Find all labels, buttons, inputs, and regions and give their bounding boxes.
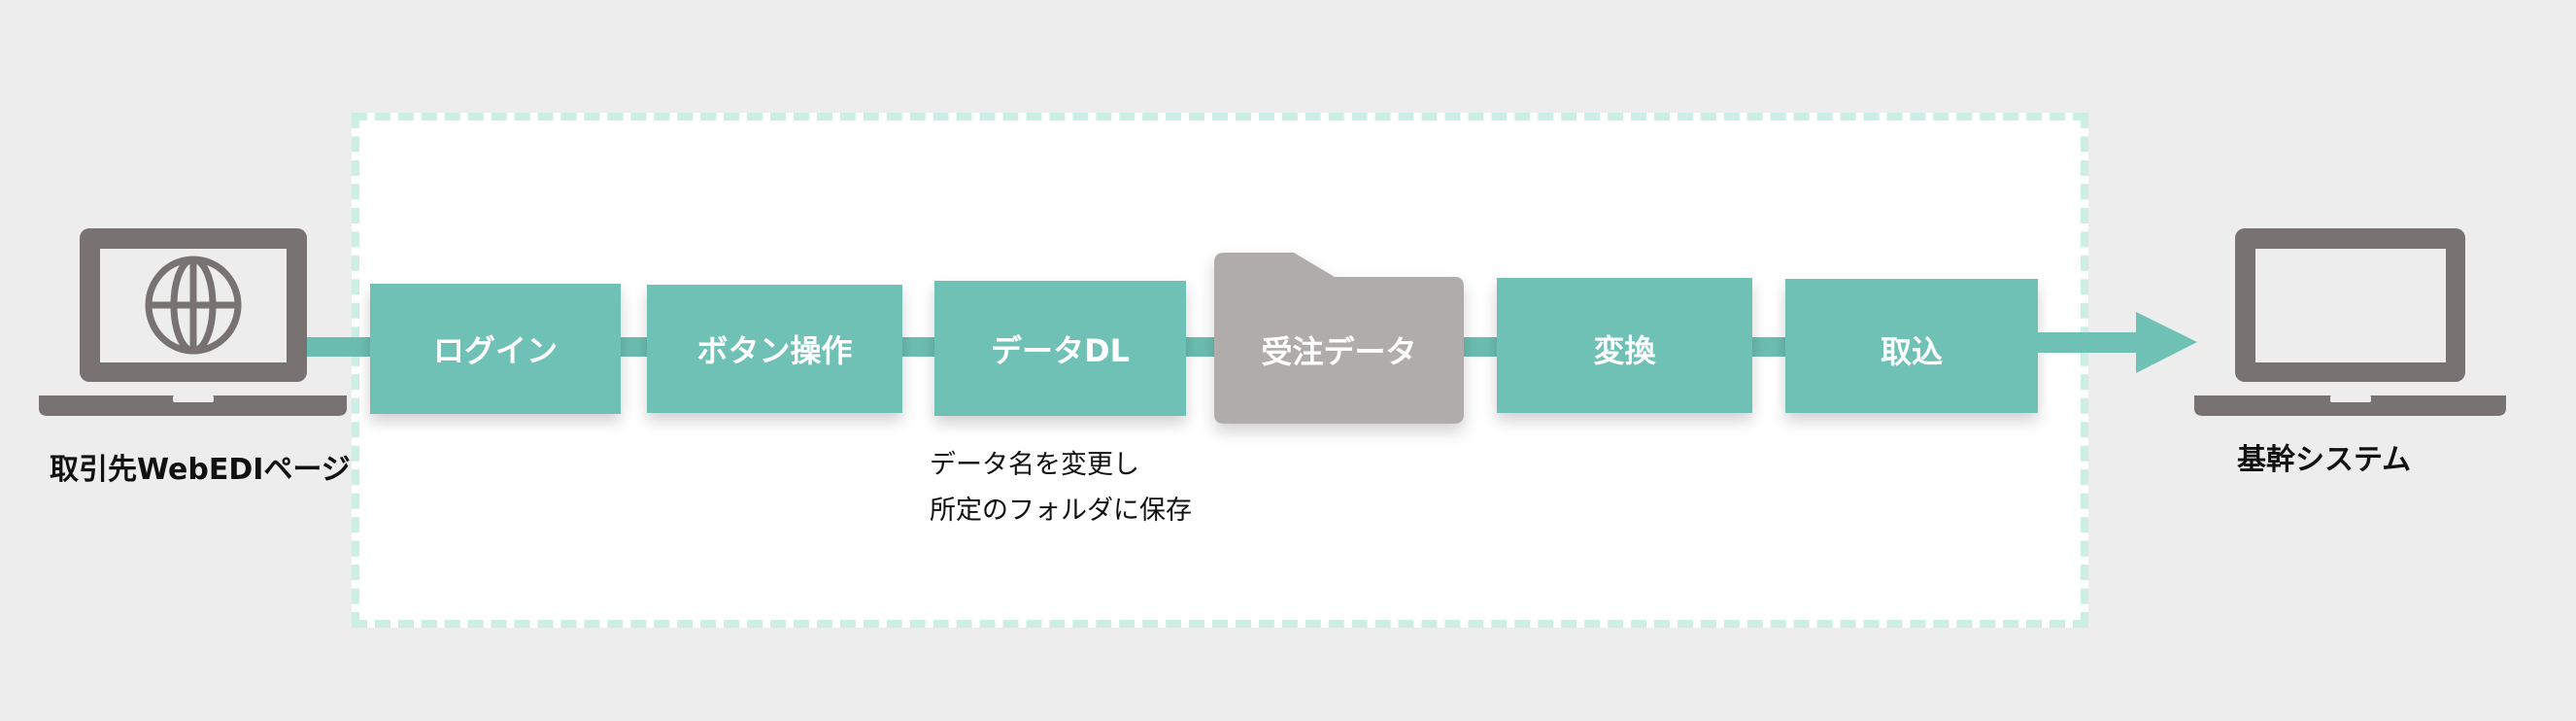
step-label: ログイン xyxy=(432,332,558,369)
arrow-right-icon xyxy=(2038,312,2197,373)
step-label: 取込 xyxy=(1880,333,1943,370)
step-button-operation: ボタン操作 xyxy=(647,285,902,413)
step-label: 変換 xyxy=(1593,332,1656,369)
source-laptop-icon xyxy=(39,228,347,416)
connector xyxy=(621,337,650,357)
connector xyxy=(1186,337,1217,357)
note-line-2: 所定のフォルダに保存 xyxy=(930,496,1192,526)
target-label: 基幹システム xyxy=(2237,443,2412,477)
step-label: データDL xyxy=(991,331,1130,369)
target-laptop-icon xyxy=(2194,228,2506,416)
step-label: ボタン操作 xyxy=(696,332,853,369)
step-login: ログイン xyxy=(370,284,621,414)
connector xyxy=(902,337,937,357)
step-note: データ名を変更し 所定のフォルダに保存 xyxy=(930,442,1192,533)
note-line-1: データ名を変更し xyxy=(930,450,1139,480)
folder-icon xyxy=(1214,253,1464,424)
step-data-download: データDL xyxy=(934,281,1186,416)
step-convert: 変換 xyxy=(1497,278,1752,413)
source-label: 取引先WebEDIページ xyxy=(50,453,351,487)
connector xyxy=(1752,337,1787,357)
globe-icon xyxy=(145,256,242,355)
connector xyxy=(307,337,375,357)
step-order-data: 受注データ xyxy=(1261,333,1417,370)
connector xyxy=(1464,337,1499,357)
step-import: 取込 xyxy=(1785,279,2038,413)
